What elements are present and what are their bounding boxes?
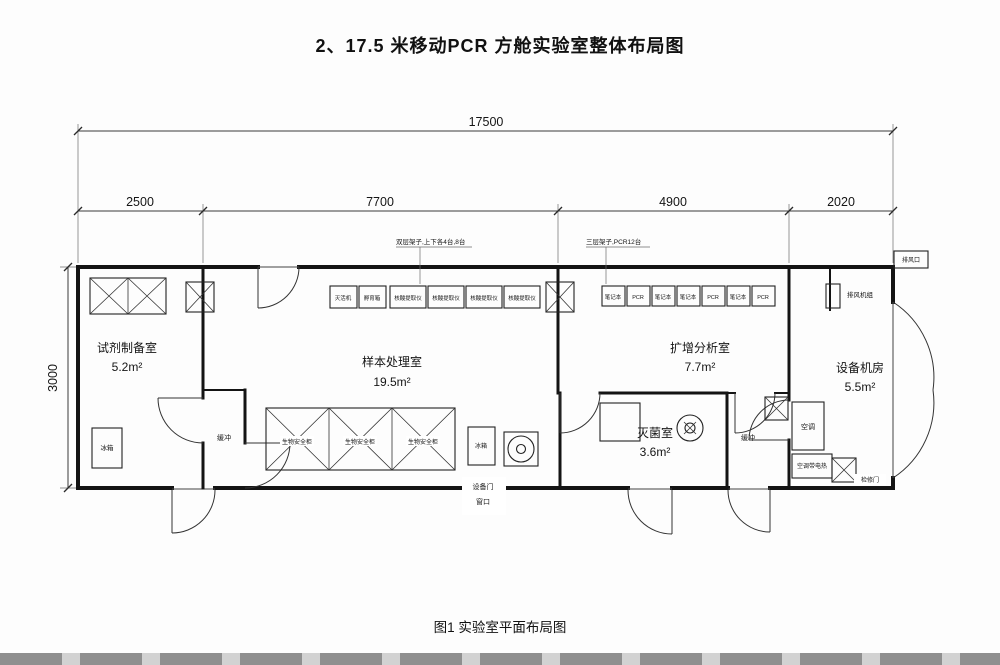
room-amplification-area: 7.7m²: [685, 360, 716, 374]
fridge-label: 冰箱: [101, 443, 115, 452]
service-door-window: 设备门 窗口: [462, 477, 506, 515]
fridge-label: 冰箱: [475, 442, 487, 450]
dim-seg3-label: 4900: [659, 195, 687, 209]
exhaust-vent-label: 排风口: [902, 256, 920, 264]
room-sample-name: 样本处理室: [362, 354, 422, 369]
leader-annotations: 双层架子,上下各4台,8台 三层架子,PCR12台: [396, 237, 650, 284]
bsc-label: 生物安全柜: [345, 438, 375, 446]
ac-heater-label: 空调带电热: [797, 462, 827, 470]
laptop-label: 笔记本: [680, 293, 697, 301]
laptop-label: 笔记本: [655, 293, 672, 301]
service-door-label: 设备门: [473, 482, 494, 491]
dim-total-label: 17500: [469, 115, 504, 129]
dim-seg1-label: 2500: [126, 195, 154, 209]
bsc-label: 生物安全柜: [282, 438, 312, 446]
cabin-walls: [76, 265, 895, 490]
buffer-left-label: 缓冲: [217, 433, 231, 442]
pcr-label: PCR: [632, 295, 644, 301]
room-sample-area: 19.5m²: [373, 375, 410, 389]
buffer-right-label: 缓冲: [741, 433, 755, 442]
ac-heater: 空调带电热: [791, 453, 833, 479]
centrifuge: [503, 431, 539, 467]
extractor-label: 核酸提取仪: [394, 294, 422, 302]
room-sterilization-area: 3.6m²: [640, 445, 671, 459]
figure-caption: 图1 实验室平面布局图: [433, 620, 567, 635]
pcr-equipment-row: 笔记本 PCR 笔记本 笔记本 PCR 笔记本 PCR: [601, 285, 776, 307]
extractor-label: 核酸提取仪: [432, 294, 460, 302]
pcr-label: PCR: [757, 295, 769, 301]
air-conditioner: 空调: [791, 401, 825, 451]
fridge-reagent: 冰箱: [91, 427, 123, 469]
exhaust-unit-label: 排风机组: [847, 290, 874, 299]
dim-depth-label: 3000: [46, 364, 60, 392]
room-labels: 试剂制备室 5.2m² 样本处理室 19.5m² 扩增分析室 7.7m² 灭菌室…: [97, 340, 884, 459]
exhaust-fan-unit: 排风机组: [825, 283, 874, 309]
bsc-label: 生物安全柜: [408, 438, 438, 446]
dimension-lines: 17500 2500 7700 4900 2020 3000: [46, 115, 898, 493]
shelf-double-note: 双层架子,上下各4台,8台: [396, 237, 465, 246]
room-equipment-area: 5.5m²: [845, 380, 876, 394]
pcr-label: PCR: [707, 295, 719, 301]
biosafety-cabinets: 生物安全柜 生物安全柜 生物安全柜: [265, 407, 456, 471]
cropped-table-edge: [0, 653, 1000, 665]
exhaust-vent: 排风口: [893, 250, 929, 269]
electric-box: [831, 457, 857, 483]
sterilizer-table: [599, 402, 641, 442]
laptop-label: 笔记本: [730, 293, 747, 301]
dim-seg4-label: 2020: [827, 195, 855, 209]
page-title: 2、17.5 米移动PCR 方舱实验室整体布局图: [315, 36, 685, 56]
extractor-label: 核酸提取仪: [470, 294, 498, 302]
autoclave: [676, 414, 704, 442]
room-reagent-area: 5.2m²: [112, 360, 143, 374]
incubator-label: 孵育箱: [364, 294, 381, 302]
ac-label: 空调: [801, 422, 815, 431]
inactivator-label: 灭活机: [335, 294, 352, 302]
dim-seg2-label: 7700: [366, 195, 394, 209]
sample-equipment-row: 灭活机 孵育箱 核酸提取仪 核酸提取仪 核酸提取仪 核酸提取仪: [329, 285, 541, 309]
room-reagent-name: 试剂制备室: [97, 340, 157, 355]
service-window-label: 窗口: [476, 497, 490, 506]
shelf-triple-note: 三层架子,PCR12台: [586, 237, 641, 246]
access-door-label: 检修门: [861, 476, 879, 484]
laptop-label: 笔记本: [605, 293, 622, 301]
room-sterilization-name: 灭菌室: [637, 425, 673, 440]
pass-box-right: [764, 396, 789, 421]
room-equipment-name: 设备机房: [836, 360, 884, 375]
pass-box-middle: [545, 281, 575, 313]
door-swings: [157, 266, 935, 535]
fridge-sample: 冰箱: [467, 426, 496, 466]
reagent-bench-hatched: [89, 277, 167, 315]
room-amplification-name: 扩增分析室: [670, 340, 730, 355]
extractor-label: 核酸提取仪: [508, 294, 536, 302]
pass-box-left: [185, 281, 215, 313]
access-door-label-group: 检修门: [854, 474, 886, 485]
